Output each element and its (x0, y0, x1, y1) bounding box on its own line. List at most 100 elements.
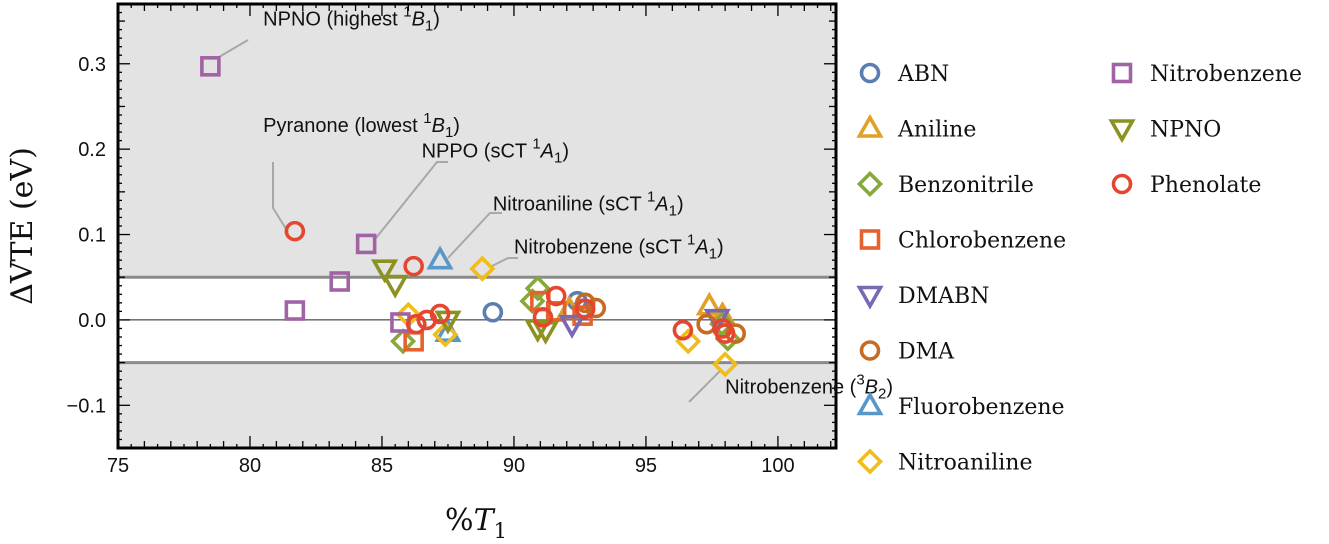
annotation-symbol: B (432, 115, 445, 137)
annotation-text: NPNO (highest (263, 8, 403, 30)
point-fluorobenzene-0 (426, 245, 454, 270)
annotation-leader-4 (491, 257, 518, 267)
annotation-1: Pyranone (lowest 1B1) (263, 110, 460, 141)
legend-label-phenolate: Phenolate (1150, 173, 1261, 198)
annotation-text: ) (562, 141, 569, 163)
point-dmabn-0 (558, 314, 586, 339)
point-npno-4 (532, 320, 560, 345)
point-npno-1 (381, 274, 409, 299)
annotation-text: Nitrobenzene (sCT (514, 236, 687, 258)
x-tick-label: 85 (371, 455, 393, 477)
annotation-text: ) (717, 236, 724, 258)
annotation-subscript: 2 (878, 385, 886, 402)
point-phenolate-6 (545, 285, 567, 307)
annotation-leader-3 (447, 212, 502, 259)
legend-marker-abn (859, 62, 881, 84)
annotation-superscript: 1 (647, 189, 655, 206)
annotation-text: ) (433, 8, 440, 30)
annotation-symbol: A (694, 236, 708, 258)
x-tick-label: 95 (635, 455, 657, 477)
point-nitrobenzene-1 (355, 233, 377, 255)
annotation-3: Nitroaniline (sCT 1A1) (493, 189, 684, 220)
y-tick-label: 0.1 (78, 225, 106, 247)
point-phenolate-7 (574, 298, 596, 320)
annotation-subscript: 1 (554, 150, 562, 167)
legend-marker-dmabn (856, 285, 884, 310)
legend-marker-phenolate (1111, 173, 1133, 195)
point-nitrobenzene-2 (329, 271, 351, 292)
annotation-superscript: 1 (423, 110, 431, 127)
annotation-subscript: 1 (709, 245, 717, 262)
x-axis-title-symbol: T (474, 503, 496, 538)
annotation-text: Nitrobenzene ( (725, 376, 857, 398)
legend-marker-aniline (856, 113, 884, 138)
annotation-leader-0 (218, 39, 249, 58)
point-nitroaniline-0 (469, 255, 496, 282)
x-tick-label: 75 (107, 455, 129, 477)
annotation-subscript: 1 (669, 203, 677, 220)
point-phenolate-0 (284, 220, 306, 242)
annotation-subscript: 1 (445, 124, 453, 141)
annotation-symbol: B (865, 376, 878, 398)
point-phenolate-8 (672, 319, 694, 341)
annotation-subscript: 1 (425, 17, 433, 34)
legend-label-dma: DMA (898, 340, 955, 365)
point-phenolate-5 (532, 307, 554, 328)
point-dma-0 (574, 292, 596, 314)
annotation-2: NPPO (sCT 1A1) (422, 136, 569, 167)
annotation-superscript: 1 (687, 231, 695, 248)
point-npno-0 (371, 259, 399, 284)
point-abn-0 (482, 301, 504, 323)
annotation-superscript: 1 (403, 3, 411, 20)
legend-label-fluorobenzene: Fluorobenzene (898, 395, 1065, 420)
point-benzonitrile-0 (390, 328, 417, 355)
point-nitroaniline-2 (432, 321, 459, 348)
annotation-leaders (218, 39, 722, 403)
point-phenolate-4 (429, 303, 451, 325)
annotation-5: Nitrobenzene (3B2) (725, 371, 893, 402)
legend-label-chlorobenzene: Chlorobenzene (898, 229, 1066, 254)
point-phenolate-1 (403, 255, 424, 277)
x-axis-title-text: % (445, 503, 474, 538)
annotation-text: ) (886, 376, 893, 398)
x-tick-label: 100 (761, 455, 794, 477)
x-axis-title: %T1 (445, 503, 507, 543)
x-tick-label: 90 (503, 455, 525, 477)
annotation-text: Pyranone (lowest (263, 115, 423, 137)
legend-marker-fluorobenzene (856, 391, 884, 416)
legend: ABNAnilineBenzonitrileChlorobenzeneDMABN… (856, 62, 1302, 476)
legend-marker-nitroaniline (856, 448, 884, 475)
annotation-4: Nitrobenzene (sCT 1A1) (514, 231, 724, 262)
annotation-symbol: A (654, 194, 668, 216)
annotation-leader-2 (375, 161, 448, 239)
annotation-text: ) (677, 194, 684, 216)
point-benzonitrile-2 (524, 275, 551, 302)
point-nitrobenzene-0 (200, 56, 221, 77)
legend-label-aniline: Aniline (897, 118, 976, 143)
legend-marker-dma (859, 340, 881, 361)
x-tick-label: 80 (239, 455, 261, 477)
annotation-leader-1 (272, 162, 289, 233)
legend-label-abn: ABN (897, 62, 949, 87)
y-tick-label: −0.1 (67, 395, 106, 417)
annotation-labels: NPNO (highest 1B1)Pyranone (lowest 1B1)N… (263, 3, 893, 402)
y-tick-label: 0.2 (78, 139, 106, 161)
annotation-text: ) (453, 115, 460, 137)
annotation-symbol: B (412, 8, 425, 30)
legend-marker-chlorobenzene (859, 229, 881, 250)
legend-marker-benzonitrile (856, 170, 884, 198)
point-phenolate-2 (405, 313, 427, 335)
legend-label-nitroaniline: Nitroaniline (898, 451, 1032, 476)
annotation-leader-5 (688, 369, 722, 403)
legend-label-dmabn: DMABN (898, 284, 989, 309)
legend-marker-npno (1108, 119, 1136, 144)
y-tick-label: 0.3 (78, 54, 106, 76)
legend-label-nitrobenzene: Nitrobenzene (1150, 62, 1302, 87)
point-dma-1 (585, 297, 607, 319)
point-phenolate-10 (714, 323, 736, 344)
annotation-text: NPPO (sCT (422, 141, 533, 163)
annotation-superscript: 1 (532, 136, 540, 153)
point-nitrobenzene-3 (284, 300, 306, 321)
